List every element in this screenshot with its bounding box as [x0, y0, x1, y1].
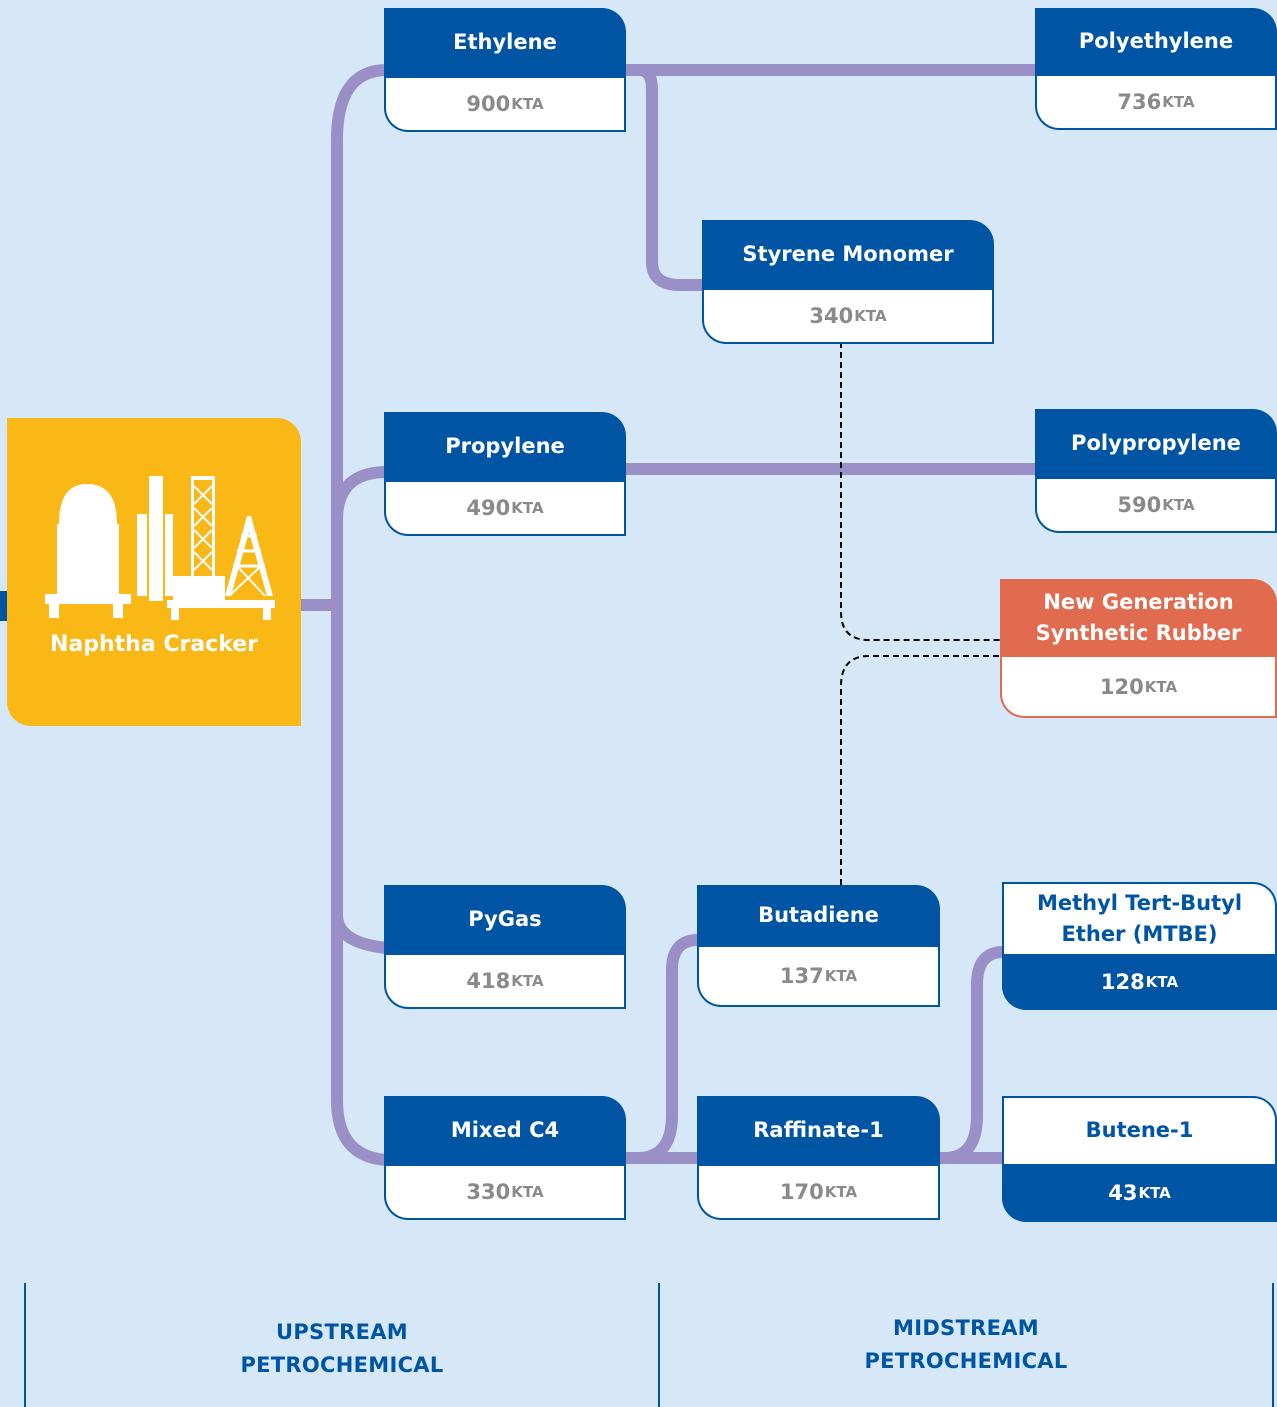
node-pygas-name: PyGas: [384, 885, 626, 955]
dashed-styrene-rubber: [840, 342, 1000, 641]
node-polypropylene-name: Polypropylene: [1035, 409, 1277, 479]
section-upstream-line1: UPSTREAM: [276, 1320, 408, 1344]
section-midstream-line1: MIDSTREAM: [893, 1316, 1039, 1340]
node-mixed-c4-name: Mixed C4: [384, 1096, 626, 1166]
node-styrene-monomer-name: Styrene Monomer: [702, 220, 994, 290]
connector-raffinate-mtbe: [939, 946, 1009, 1164]
section-midstream-line2: PETROCHEMICAL: [864, 1349, 1068, 1373]
divider-left: [24, 1283, 26, 1407]
connector-to-pygas: [331, 909, 393, 954]
connector-to-propylene: [331, 466, 393, 526]
node-butene-1-name: Butene-1: [1002, 1096, 1277, 1164]
node-butadiene-name: Butadiene: [697, 885, 940, 947]
node-polyethylene-name: Polyethylene: [1035, 8, 1277, 76]
refinery-icon: [45, 476, 275, 620]
connector-to-ethylene: [331, 64, 393, 146]
cracker-side-tab: [0, 591, 8, 621]
section-midstream: MIDSTREAM PETROCHEMICAL: [660, 1312, 1272, 1378]
naphtha-cracker-box: Naphtha Cracker: [7, 418, 301, 726]
node-synthetic-rubber-name: New Generation Synthetic Rubber: [1000, 579, 1277, 657]
node-mtbe-name: Methyl Tert-Butyl Ether (MTBE): [1002, 882, 1277, 954]
cracker-label: Naphtha Cracker: [49, 632, 259, 657]
node-ethylene-name: Ethylene: [384, 8, 626, 78]
connector-to-mixed-c4: [331, 1094, 393, 1166]
connector-mixedc4-butadiene: [632, 934, 704, 1164]
dashed-butadiene-rubber: [840, 655, 1000, 885]
divider-right: [1272, 1283, 1274, 1407]
connector-ethylene-styrene: [634, 64, 711, 291]
section-upstream-line2: PETROCHEMICAL: [240, 1353, 444, 1377]
node-raffinate-1-name: Raffinate-1: [697, 1096, 940, 1166]
section-upstream: UPSTREAM PETROCHEMICAL: [26, 1316, 658, 1382]
node-propylene-name: Propylene: [384, 412, 626, 482]
divider-middle: [658, 1283, 660, 1407]
